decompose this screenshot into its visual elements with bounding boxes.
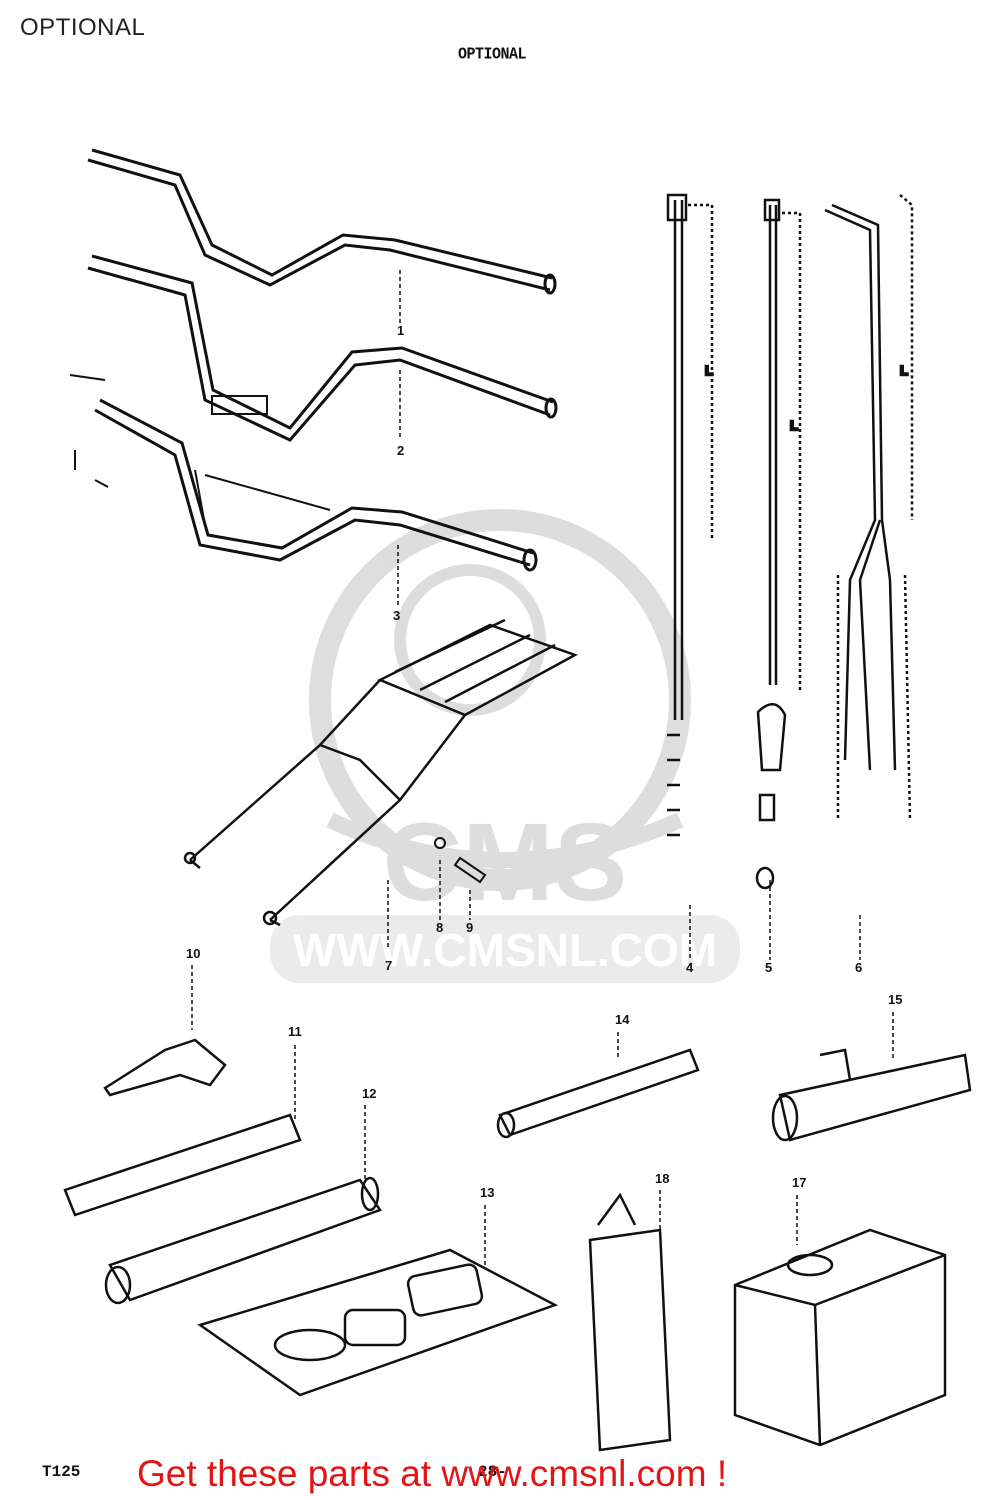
tool-12 [104,1176,382,1305]
callout: 17 [792,1175,806,1190]
cable-length-label: L [900,363,908,378]
handlebar-1 [87,148,557,295]
diagram-title: OPTIONAL [458,45,527,64]
bolt-and-washer [434,837,487,884]
callout: 4 [686,960,694,975]
callout: 2 [397,443,404,458]
callout: 7 [385,958,392,973]
page-reference: 28- [478,1463,507,1481]
leader-lines [191,270,894,1265]
callout: 3 [393,608,400,623]
watermark: CMS WWW.CMSNL.COM [270,509,740,983]
callout: 15 [888,992,902,1007]
callout: 5 [765,960,772,975]
callout: 11 [288,1024,302,1039]
callout: 12 [362,1086,376,1101]
tool-11 [63,1113,302,1217]
oil-tin-17 [733,1228,947,1447]
cable-5: L [755,198,802,890]
handlebar-2 [87,254,558,442]
callout: 1 [397,323,404,338]
cable-4: L [666,193,714,837]
watermark-url: WWW.CMSNL.COM [293,924,717,976]
callouts: 1 2 3 4 5 6 7 8 9 10 11 12 13 14 15 16 1… [186,323,902,1200]
callout: 8 [436,920,443,935]
oil-can-18 [588,1192,672,1452]
callout: 9 [466,920,473,935]
promo-link[interactable]: Get these parts at www.cmsnl.com ! [137,1453,728,1494]
grip-15 [771,1048,972,1142]
callout: 14 [615,1012,630,1027]
watermark-logo: CMS [383,801,627,924]
repair-kit-16 [197,1248,559,1397]
cable-length-label: L [705,363,713,378]
page-title: OPTIONAL [20,14,146,41]
cable-length-label: L [790,418,798,433]
callout: 13 [480,1185,494,1200]
tool-10 [103,1038,227,1097]
handlebar-3 [69,374,538,572]
grip-14 [496,1048,700,1139]
diagram-code: T125 [42,1463,81,1481]
rear-carrier [183,618,579,927]
callout: 18 [655,1171,669,1186]
callout: 6 [855,960,862,975]
cable-6: L [824,194,914,821]
callout: 10 [186,946,200,961]
